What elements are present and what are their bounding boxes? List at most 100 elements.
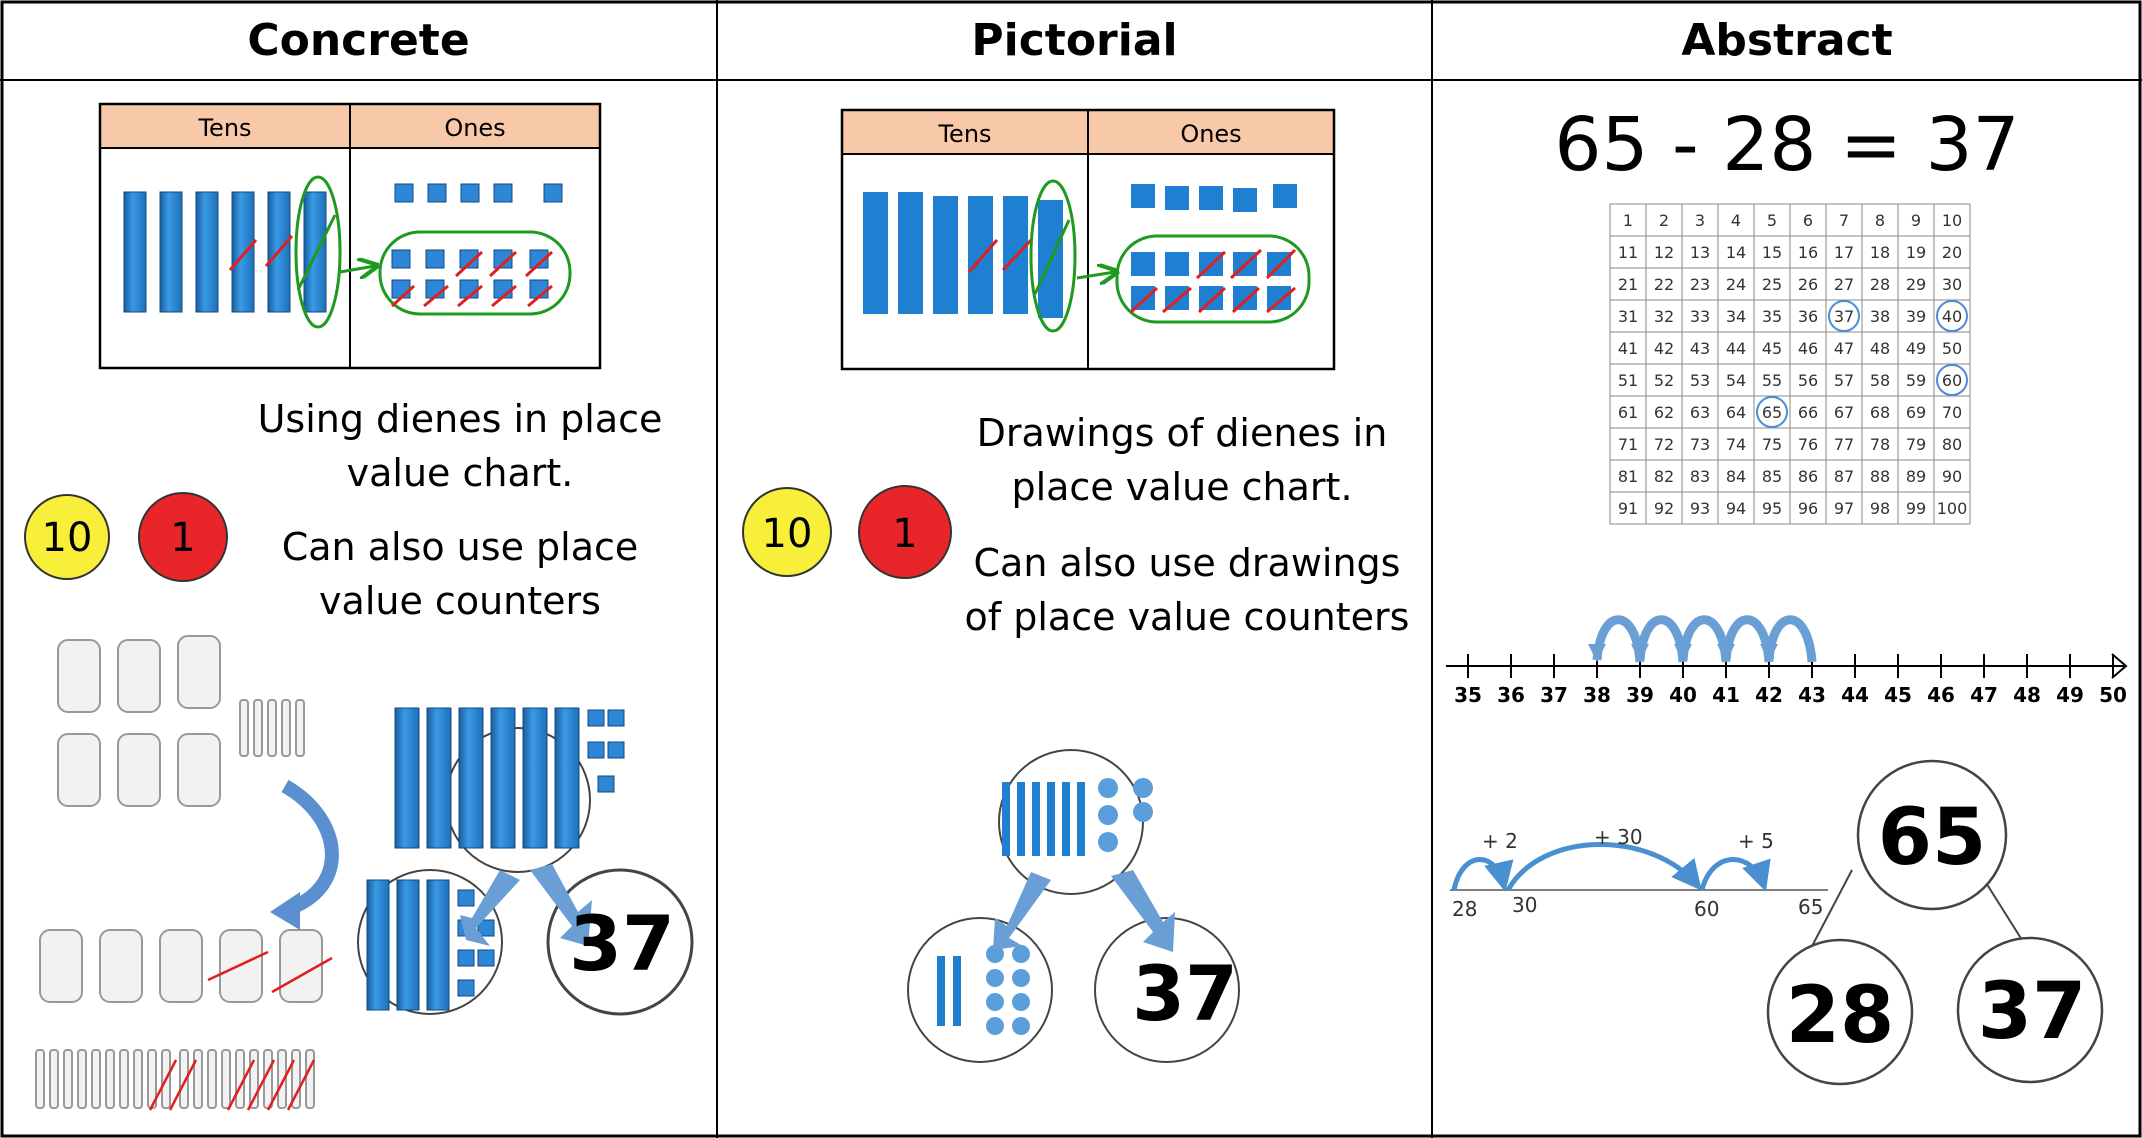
hundred-square-cell	[1861, 267, 1899, 301]
place-value-counter-ten: 10	[24, 494, 110, 580]
hundred-square-cell	[1681, 395, 1719, 429]
hundred-square-number: 6	[1803, 211, 1813, 230]
hundred-square-cell	[1681, 235, 1719, 269]
abstract-part-whole: 65 28 37	[1766, 759, 2104, 1086]
hundred-square-number: 2	[1659, 211, 1669, 230]
hundred-square-number: 35	[1762, 307, 1782, 326]
hundred-square-number: 5	[1767, 211, 1777, 230]
hundred-square-number: 84	[1726, 467, 1746, 486]
number-line-label: 38	[1583, 683, 1611, 707]
enl-point-28: 28	[1452, 897, 1477, 921]
hundred-square-cell	[1717, 363, 1755, 397]
hundred-square-number: 58	[1870, 371, 1890, 390]
pictorial-place-value-chart: Tens Ones	[840, 108, 1336, 371]
hundred-square-cell	[1645, 203, 1683, 237]
concrete-place-value-chart: Tens Ones	[98, 102, 602, 370]
hundred-square-cell	[1789, 459, 1827, 493]
hundred-square-cell	[1609, 459, 1647, 493]
hundred-square-number: 78	[1870, 435, 1890, 454]
hundred-square-cell	[1717, 235, 1755, 269]
hundred-square-number: 93	[1690, 499, 1710, 518]
hundred-square-cell	[1609, 491, 1647, 525]
hundred-square-number: 38	[1870, 307, 1890, 326]
hundred-square-number: 19	[1906, 243, 1926, 262]
number-line-arrowhead	[2111, 653, 2128, 679]
hundred-square-number: 71	[1618, 435, 1638, 454]
hundred-square-number: 10	[1942, 211, 1962, 230]
hundred-square-number: 50	[1942, 339, 1962, 358]
counter-one-label: 1	[892, 511, 917, 557]
hundred-square-number: 42	[1654, 339, 1674, 358]
hundred-square-number: 53	[1690, 371, 1710, 390]
concrete-part-whole: 37	[357, 707, 694, 1016]
number-line-label: 43	[1798, 683, 1826, 707]
number-line-jump	[1721, 615, 1774, 663]
hundred-square-number: 22	[1654, 275, 1674, 294]
hundred-square-cell	[1933, 203, 1971, 237]
number-line-jump	[1635, 615, 1688, 663]
hundred-square-cell	[1609, 363, 1647, 397]
hundred-square-circle	[1936, 300, 1968, 332]
hundred-square-number: 87	[1834, 467, 1854, 486]
hundred-square-cell	[1681, 299, 1719, 333]
hundred-square-number: 18	[1870, 243, 1890, 262]
hundred-square-number: 100	[1937, 499, 1968, 518]
hundred-square-cell	[1645, 427, 1683, 461]
hundred-square-number: 67	[1834, 403, 1854, 422]
hundred-square-cell	[1897, 235, 1935, 269]
hundred-square-number: 9	[1911, 211, 1921, 230]
number-line-label: 35	[1454, 683, 1482, 707]
hundred-square-number: 64	[1726, 403, 1746, 422]
hundred-square-cell	[1681, 427, 1719, 461]
hundred-square-cell	[1933, 363, 1971, 397]
hundred-square-number: 79	[1906, 435, 1926, 454]
number-line-label: 46	[1927, 683, 1955, 707]
hundred-square-cell	[1897, 491, 1935, 525]
pictorial-panel: Tens Ones	[742, 108, 1336, 1063]
hundred-square-number: 40	[1942, 307, 1962, 326]
hundred-square-cell	[1609, 299, 1647, 333]
hundred-square-cell	[1933, 235, 1971, 269]
hundred-square-cell	[1897, 331, 1935, 365]
hundred-square-number: 82	[1654, 467, 1674, 486]
hundred-square-number: 23	[1690, 275, 1710, 294]
hundred-square-cell	[1897, 299, 1935, 333]
hundred-square-cell	[1933, 491, 1971, 525]
unit-cubes	[394, 183, 563, 203]
hundred-square-number: 17	[1834, 243, 1854, 262]
crossed-rods	[228, 235, 294, 271]
hundred-square-number: 4	[1731, 211, 1741, 230]
hundred-square-number: 54	[1726, 371, 1746, 390]
hundred-square-number: 83	[1690, 467, 1710, 486]
hundred-square-cell	[1717, 203, 1755, 237]
hundred-square-cell	[1753, 331, 1791, 365]
hundred-square-number: 48	[1870, 339, 1890, 358]
hundred-square-number: 41	[1618, 339, 1638, 358]
hundred-square-cell	[1717, 459, 1755, 493]
enl-point-60: 60	[1694, 897, 1719, 921]
number-line-label: 49	[2056, 683, 2084, 707]
part-value-1: 28	[1786, 971, 1895, 1061]
hundred-square-number: 33	[1690, 307, 1710, 326]
hundred-square-cell	[1861, 331, 1899, 365]
exchange-loop	[294, 175, 342, 329]
hundred-square-number: 60	[1942, 371, 1962, 390]
counter-ten-label: 10	[762, 511, 813, 557]
hundred-square-number: 14	[1726, 243, 1746, 262]
hundred-square-cell	[1681, 331, 1719, 365]
hundred-square-cell	[1717, 395, 1755, 429]
hundred-square-number: 44	[1726, 339, 1746, 358]
subtraction-equation: 65 - 28 = 37	[1554, 102, 2020, 188]
hundred-square-number: 1	[1623, 211, 1633, 230]
pictorial-part-whole: 37	[907, 749, 1240, 1063]
hundred-square-number: 86	[1798, 467, 1818, 486]
hundred-square-cell	[1753, 459, 1791, 493]
hundred-square-number: 46	[1798, 339, 1818, 358]
empty-number-line: 28 30 60 65 + 2 + 30 + 5	[1450, 825, 1828, 921]
counter-one-label: 1	[170, 515, 195, 561]
hundred-square-number: 16	[1798, 243, 1818, 262]
hundred-square-cell	[1609, 427, 1647, 461]
hundred-square-number: 12	[1654, 243, 1674, 262]
hundred-square-circle	[1828, 300, 1860, 332]
